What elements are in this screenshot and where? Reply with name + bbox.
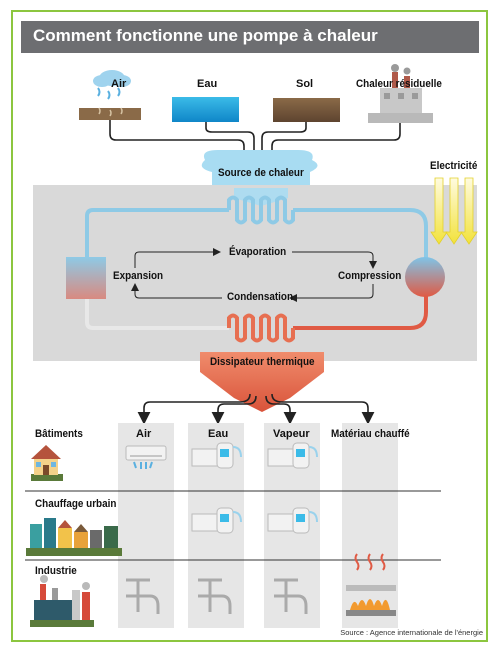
evaporation-label: Évaporation — [229, 246, 287, 258]
row-industrie-label: Industrie — [35, 565, 77, 577]
city-icon — [26, 518, 122, 556]
pipe-icon — [126, 578, 160, 614]
refrigerant-loop — [85, 195, 428, 343]
industry-icon — [30, 575, 94, 627]
dissipateur-label: Dissipateur thermique — [210, 356, 315, 368]
water-icon — [172, 97, 239, 122]
condenser-coil — [227, 313, 295, 343]
water-heater-icon — [191, 507, 242, 534]
source-air — [79, 70, 141, 120]
source-box — [201, 150, 318, 188]
pipe-icon — [198, 578, 232, 614]
page-title: Comment fonctionne une pompe à chaleur — [33, 26, 378, 45]
expansion-valve — [66, 257, 106, 299]
source-chaleur-residuelle-label: Chaleur résiduelle — [356, 78, 442, 90]
outer-frame — [11, 10, 488, 642]
row-chauffage-urbain-label: Chauffage urbain — [35, 498, 117, 510]
source-sol-label: Sol — [296, 78, 314, 90]
compressor — [405, 257, 445, 297]
water-heater-icon — [267, 442, 318, 469]
air-unit-icon — [125, 445, 167, 469]
heat-sink-arrow — [200, 352, 324, 412]
soil-icon — [273, 98, 340, 122]
house-icon — [31, 445, 63, 481]
electricite-label: Electricité — [430, 160, 478, 172]
compression-label: Compression — [338, 270, 402, 282]
output-materiau-label: Matériau chauffé — [331, 428, 410, 440]
pipe-icon — [274, 578, 308, 614]
row-batiments-label: Bâtiments — [35, 428, 83, 440]
title-bar: Comment fonctionne une pompe à chaleur — [21, 21, 479, 53]
factory-icon — [368, 64, 433, 123]
output-air-label: Air — [136, 428, 152, 440]
source-air-label: Air — [111, 78, 127, 90]
flame-icon — [346, 553, 396, 616]
water-heater-icon — [191, 442, 242, 469]
evaporator-coil — [227, 195, 295, 225]
output-eau-label: Eau — [208, 428, 229, 440]
source-eau-label: Eau — [197, 78, 218, 90]
source-de-chaleur-label: Source de chaleur — [218, 167, 304, 179]
source-note: Source : Agence internationale de l'éner… — [340, 628, 483, 637]
electricity-arrows-icon — [430, 177, 478, 245]
water-heater-icon — [267, 507, 318, 534]
expansion-label: Expansion — [113, 270, 164, 282]
column-materiau — [342, 423, 398, 628]
cloud-icon — [93, 70, 131, 100]
condensation-label: Condensation — [227, 291, 294, 303]
ground-strip — [79, 108, 141, 120]
output-vapeur-label: Vapeur — [273, 428, 310, 440]
